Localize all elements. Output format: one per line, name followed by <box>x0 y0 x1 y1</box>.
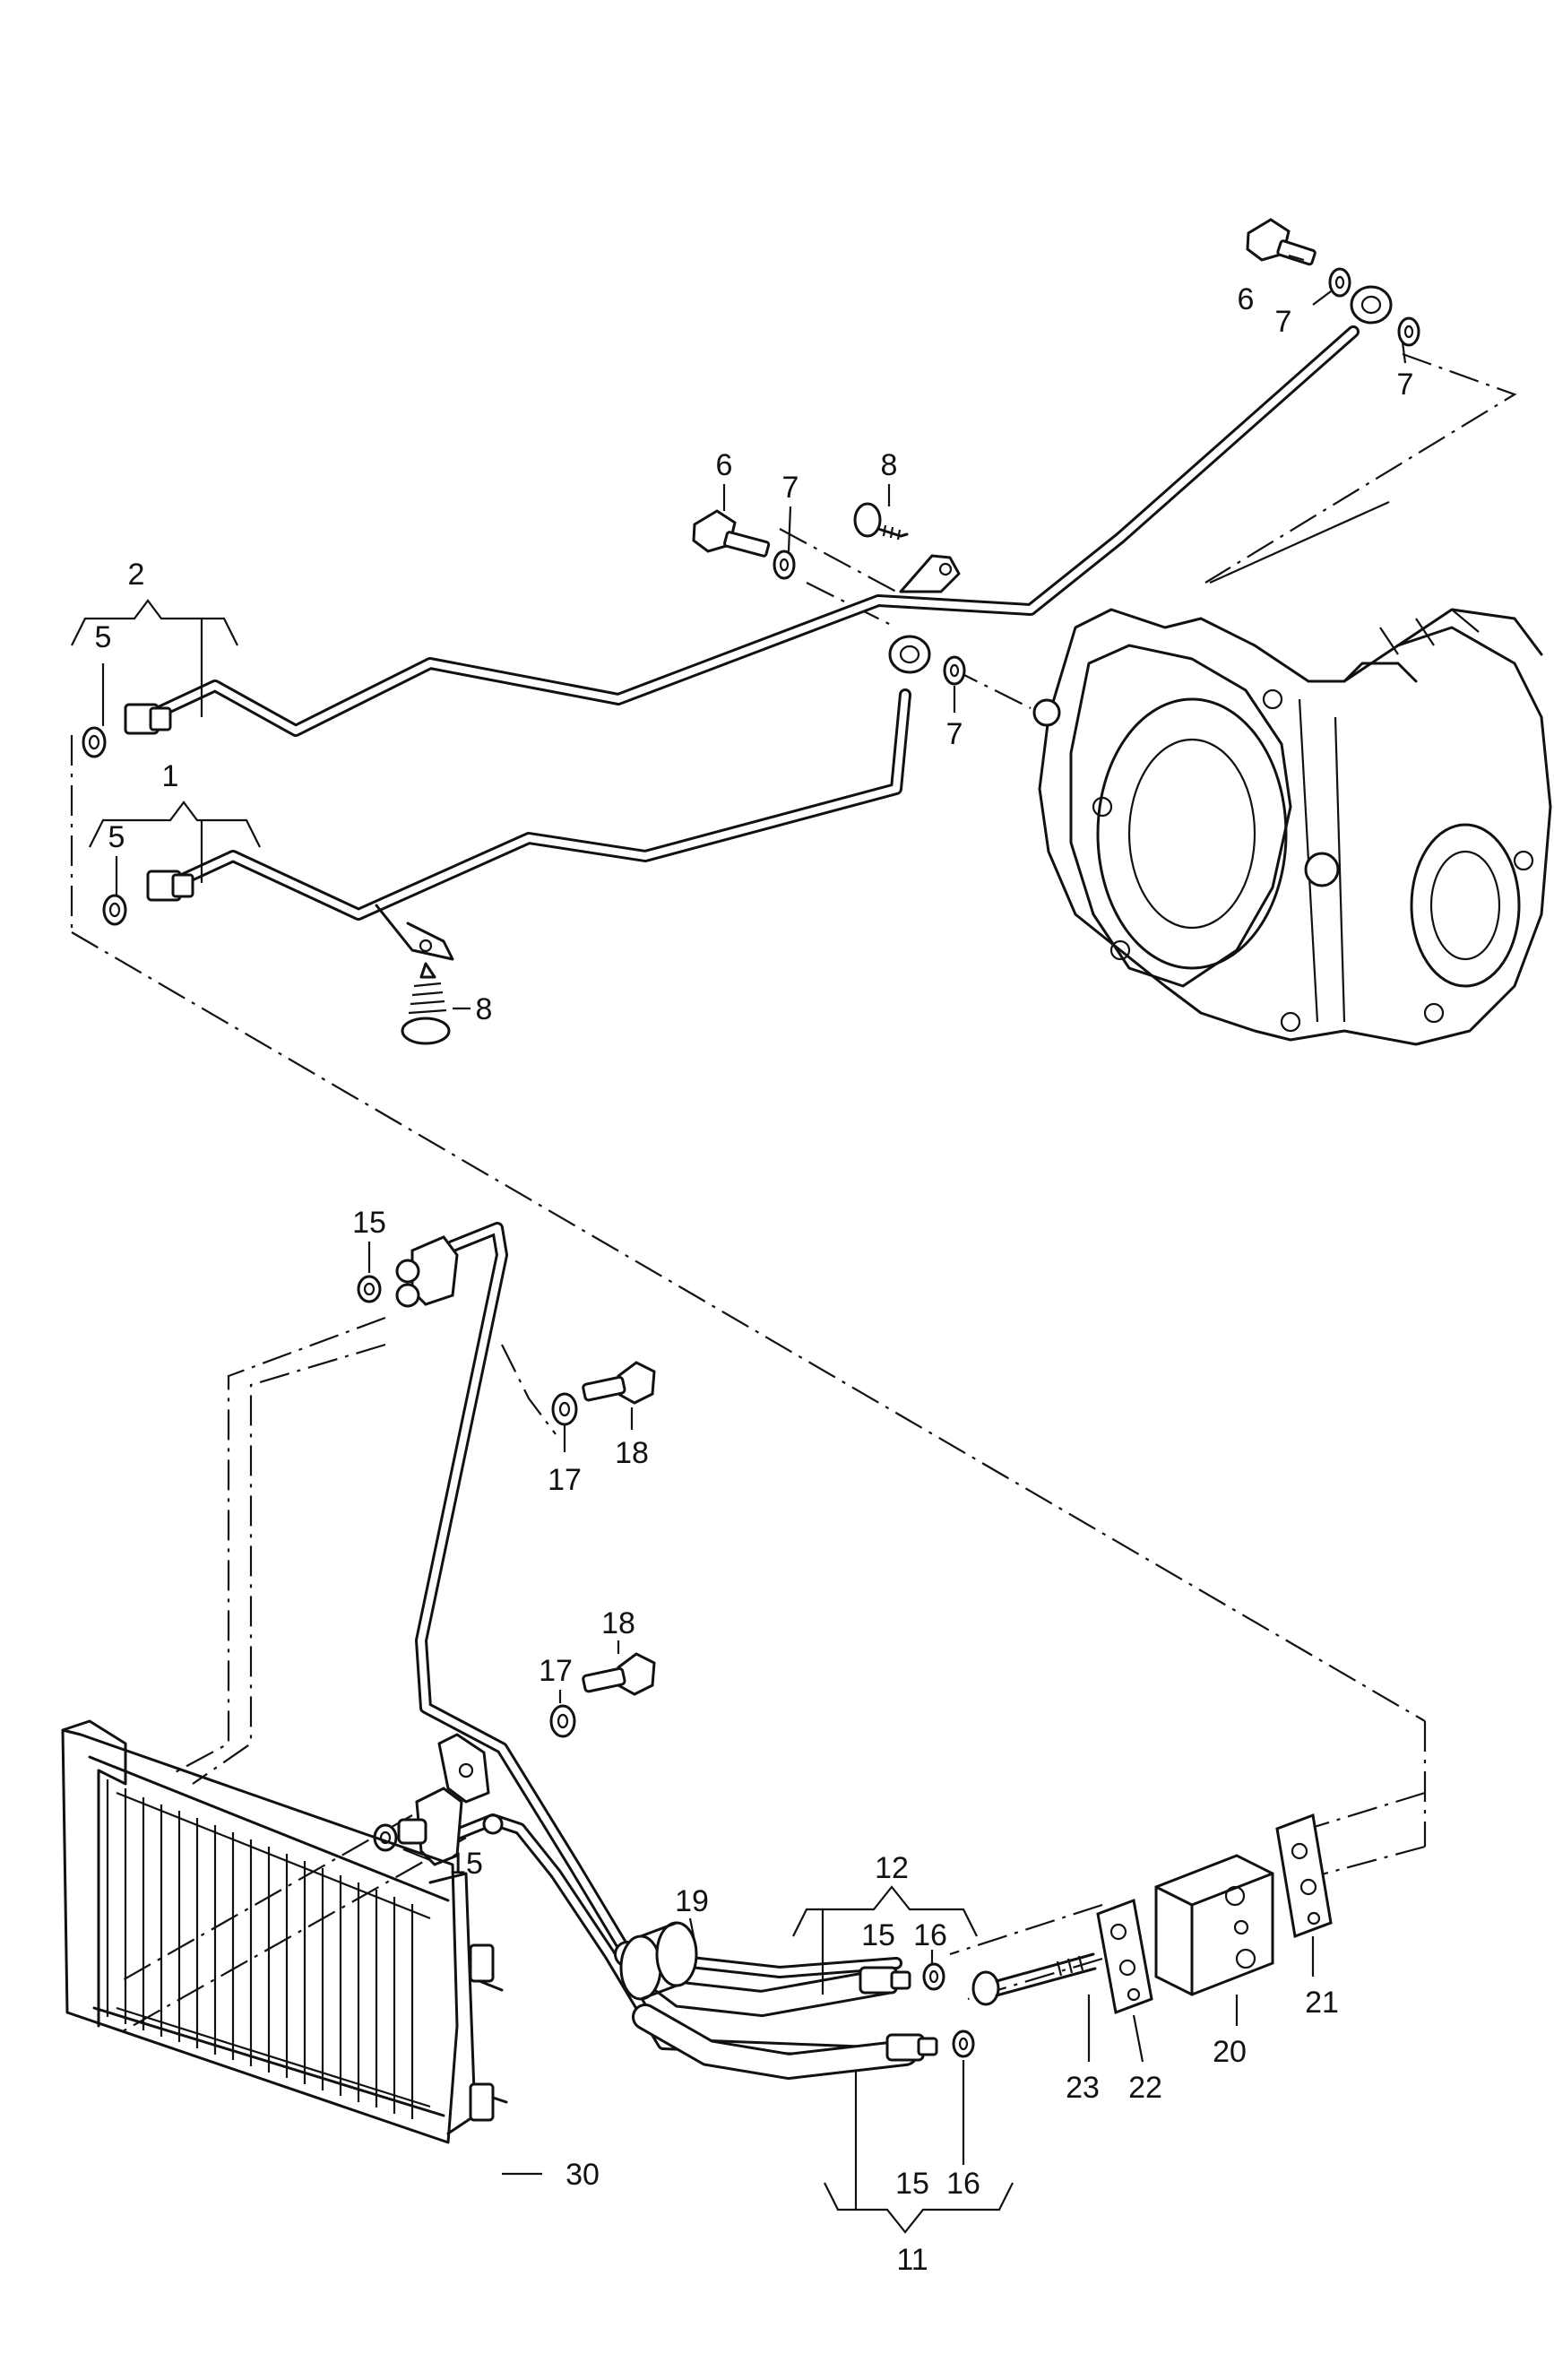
transmission-housing <box>1032 500 1552 1046</box>
group-bracket-1 <box>89 801 261 883</box>
bolt-18-top <box>582 1361 656 1405</box>
group-bracket-2 <box>71 599 238 717</box>
oil-line-lower <box>168 688 911 921</box>
callout-16-upper: 16 <box>913 1918 947 1952</box>
banjo-fitting-top-right <box>1350 285 1393 325</box>
callout-30: 30 <box>565 2158 600 2192</box>
callout-17-bottom: 17 <box>539 1654 573 1688</box>
seal-washer-5-upper <box>82 726 107 758</box>
callout-15-upper-hose: 15 <box>861 1918 895 1952</box>
callout-18-top: 18 <box>615 1436 649 1470</box>
callout-8-top: 8 <box>881 448 898 482</box>
callout-5-upper: 5 <box>95 620 112 654</box>
washer-17-bottom <box>549 1704 576 1738</box>
gasket-21 <box>1275 1813 1333 1939</box>
oil-line-upper <box>142 325 1360 737</box>
banjo-bolt-6-top <box>1246 218 1317 266</box>
callout-1: 1 <box>162 759 179 793</box>
seal-ring-16-lower <box>952 2029 975 2058</box>
washer-7-d <box>943 655 966 686</box>
bracket-clip-top <box>899 554 961 593</box>
leader-lines-upper <box>101 254 1407 1010</box>
connector-top <box>395 1235 459 1308</box>
washer-7-a <box>1328 267 1351 298</box>
callout-8-bottom: 8 <box>476 992 493 1026</box>
bolt-23 <box>971 1952 1097 2006</box>
callout-11: 11 <box>896 2243 928 2277</box>
callout-15-middle: 15 <box>449 1847 483 1881</box>
connector-middle <box>397 1787 463 1866</box>
seal-ring-15-top <box>357 1275 382 1303</box>
callout-19: 19 <box>675 1884 709 1918</box>
banjo-fitting-middle <box>888 635 931 674</box>
callout-15-lower-hose: 15 <box>895 2167 929 2201</box>
callout-5-lower: 5 <box>108 820 125 854</box>
callout-2: 2 <box>128 558 145 592</box>
callout-7-top-b: 7 <box>1397 368 1414 402</box>
pipe-fitting-upper-left <box>124 703 172 735</box>
reference-lines-upper <box>70 352 1517 1722</box>
gasket-22 <box>1096 1898 1153 2015</box>
callout-7-lower: 7 <box>946 717 963 751</box>
seal-washer-5-lower <box>102 894 127 926</box>
seal-ring-16-upper <box>922 1962 945 1991</box>
callout-16-lower: 16 <box>946 2167 980 2201</box>
bracket-clip-lower <box>375 904 454 961</box>
pipe-bracket-middle <box>437 1733 490 1804</box>
callout-22: 22 <box>1128 2071 1162 2105</box>
callout-6-top: 6 <box>1238 282 1255 316</box>
tapping-screw-8-bottom <box>401 962 451 1045</box>
callout-7-middle: 7 <box>782 471 799 505</box>
group-bracket-11 <box>824 2071 1014 2234</box>
hose-fitting-11 <box>885 2033 938 2062</box>
washer-7-b <box>1397 316 1420 347</box>
hose-fitting-12 <box>859 1966 911 1995</box>
callout-21: 21 <box>1305 1986 1339 2020</box>
callout-15-top: 15 <box>352 1206 386 1240</box>
washer-17-top <box>551 1392 578 1426</box>
banjo-bolt-6-middle <box>692 509 771 558</box>
washer-7-c <box>773 550 796 580</box>
cooler-line-long <box>415 1222 902 1978</box>
callout-6-middle: 6 <box>716 448 733 482</box>
callout-23: 23 <box>1066 2071 1100 2105</box>
callout-18-bottom: 18 <box>601 1606 635 1640</box>
callout-17-top: 17 <box>548 1463 582 1497</box>
radiator-30 <box>61 1719 508 2144</box>
bolt-18-bottom <box>582 1652 656 1696</box>
clamp-19 <box>619 1921 698 2001</box>
tapping-screw-8-top <box>853 502 909 541</box>
leader-lines-lower <box>367 1242 1315 2176</box>
hose-11 <box>632 2004 919 2081</box>
connector-block-20 <box>1154 1854 1274 1996</box>
callout-7-top-a: 7 <box>1275 305 1292 339</box>
callout-12: 12 <box>875 1851 909 1885</box>
callout-20: 20 <box>1213 2035 1247 2069</box>
group-bracket-12 <box>792 1885 978 1995</box>
pipe-fitting-lower-left <box>146 870 194 902</box>
